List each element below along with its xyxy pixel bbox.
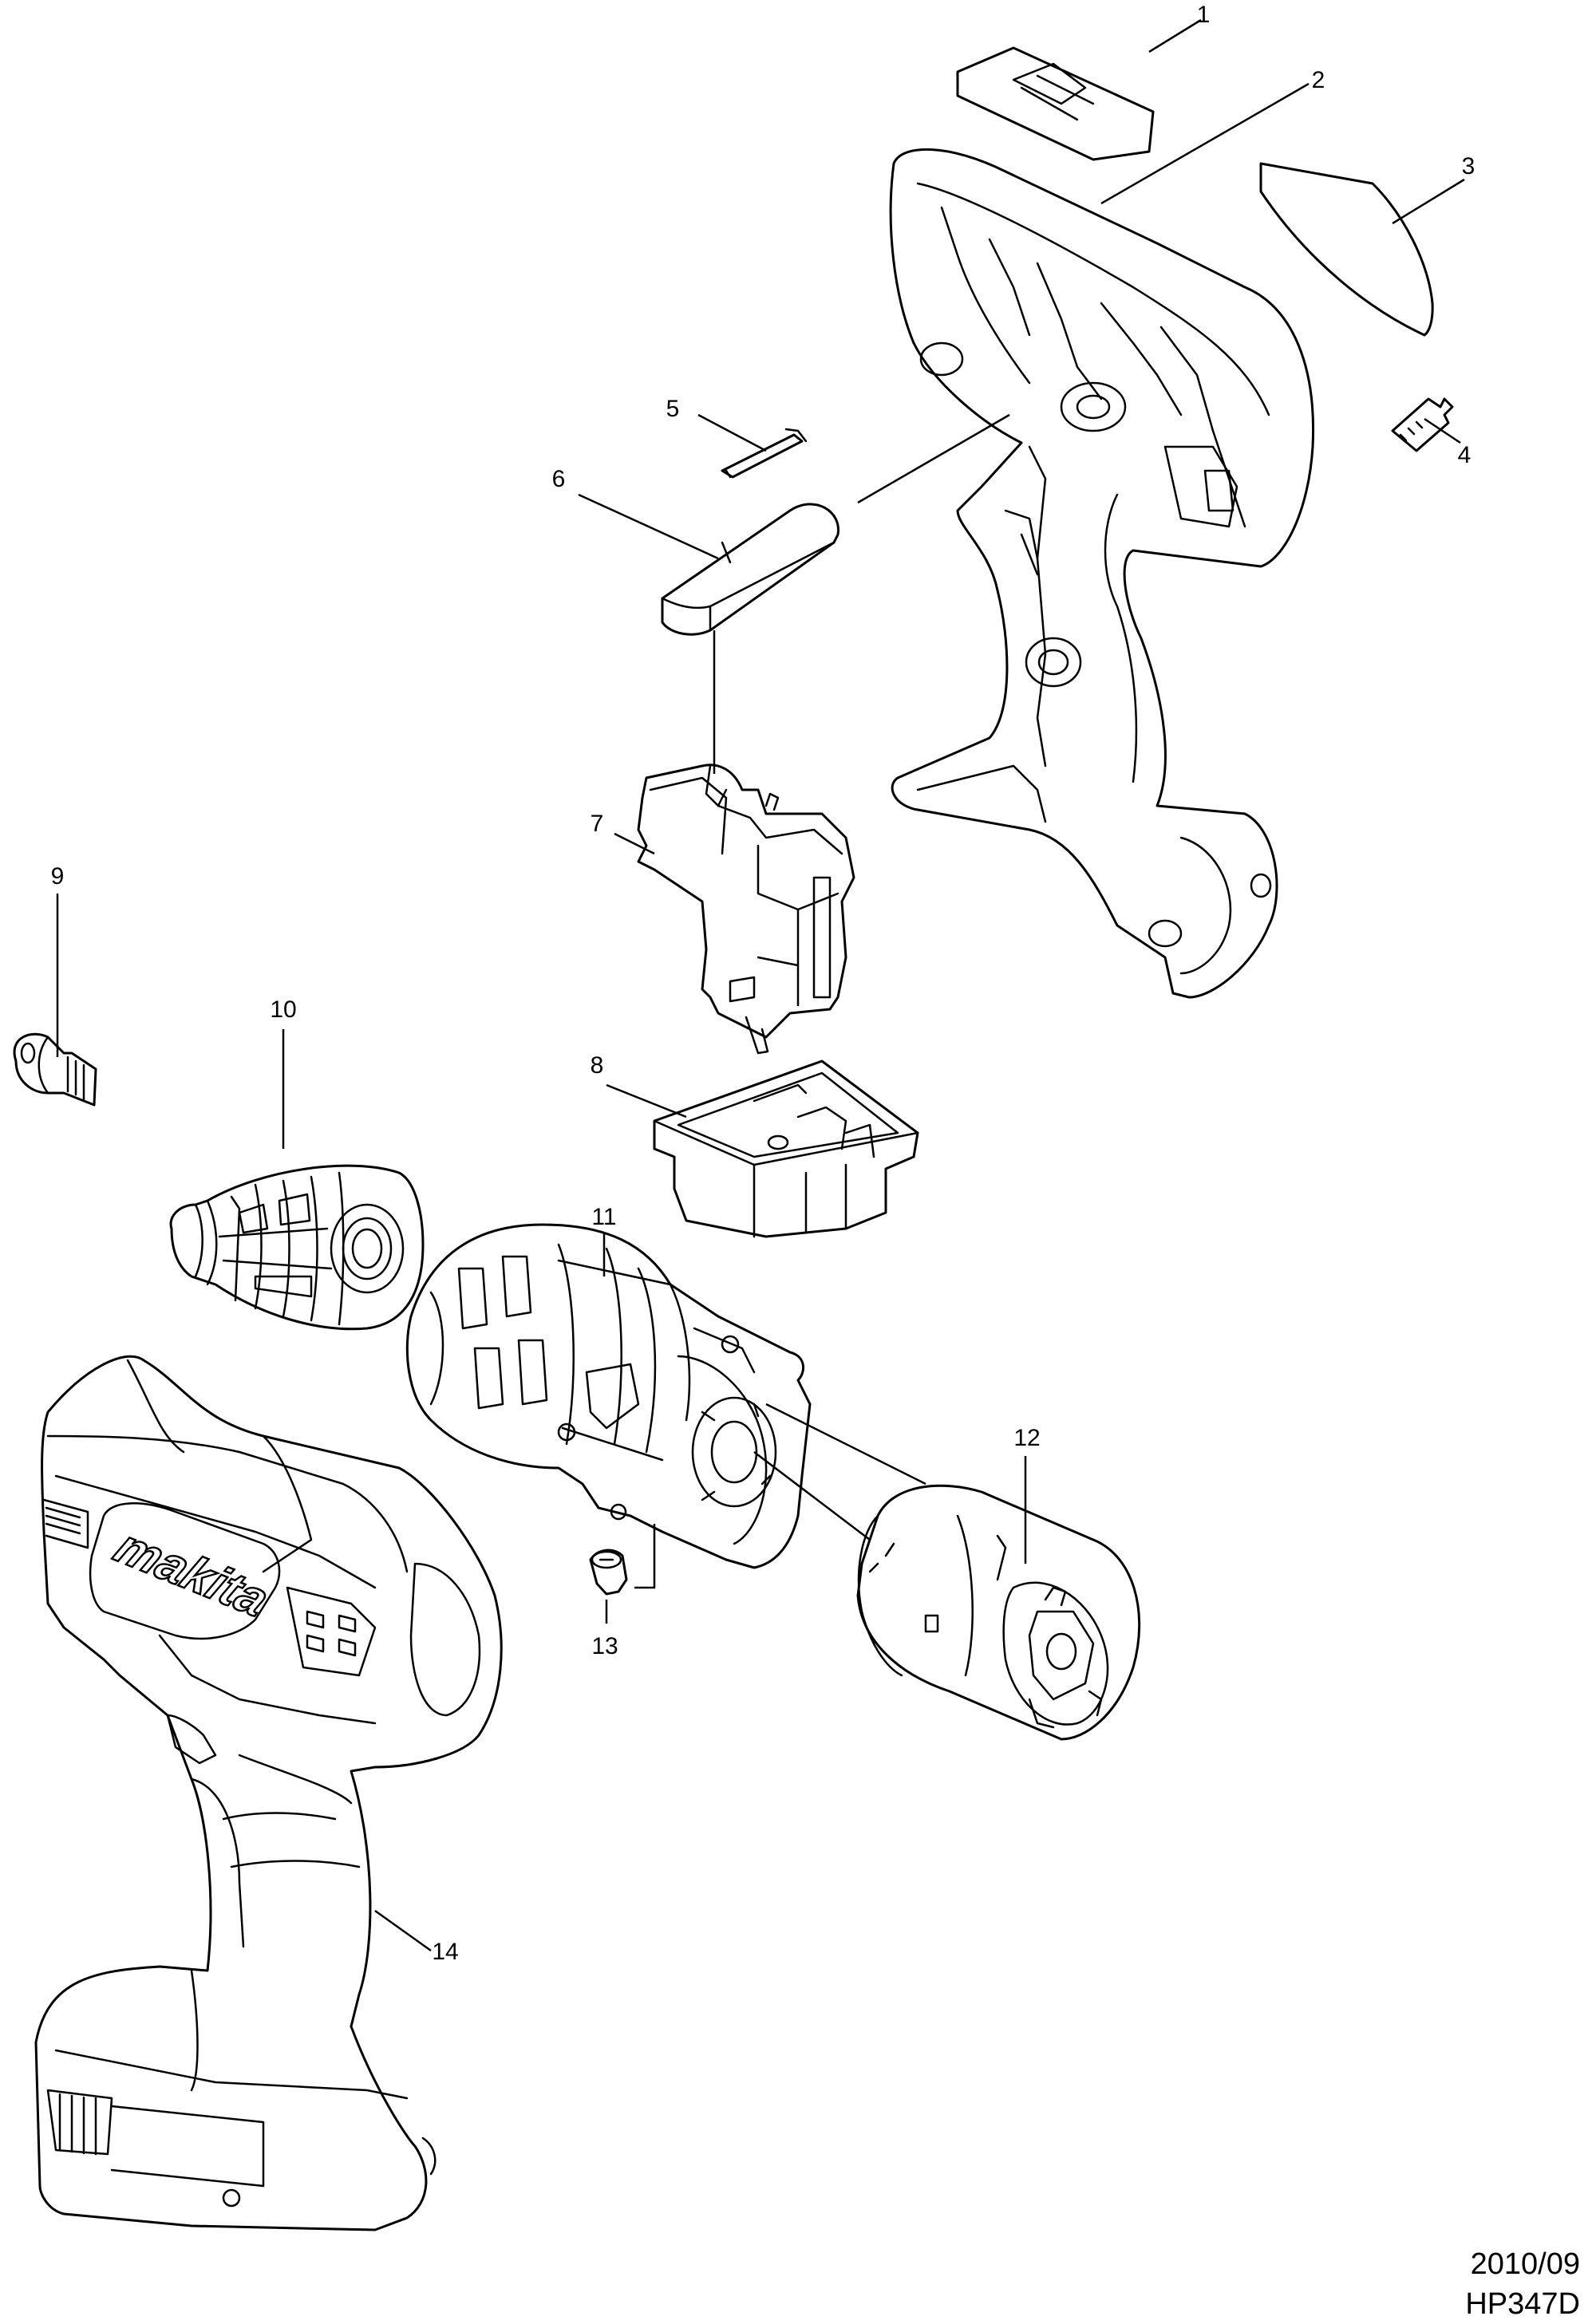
part-10-drill-chuck (169, 1164, 425, 1331)
part-13-screw (589, 1549, 628, 1596)
callout-13: 13 (591, 1633, 618, 1659)
callout-10: 10 (270, 996, 296, 1023)
callout-6: 6 (552, 466, 566, 492)
leader-lines (56, 18, 1465, 1952)
part-3-name-plate (1259, 162, 1434, 337)
footer-model-number: HP347D (1465, 2287, 1580, 2321)
part-2-housing-set (889, 148, 1315, 999)
callout-labels: 1 2 3 4 5 6 7 8 9 10 11 12 13 14 (51, 2, 1476, 1965)
callout-5: 5 (666, 396, 680, 422)
part-11-gear-assembly (405, 1223, 812, 1569)
part-14-housing-set: makita (34, 1355, 503, 2231)
part-7-switch (637, 763, 855, 1055)
callout-3: 3 (1462, 153, 1476, 180)
footer: 2010/09 HP347D (1465, 2247, 1580, 2321)
part-6-switch-trigger (661, 503, 839, 636)
part-12-dc-motor (856, 1484, 1141, 1741)
footer-date: 2010/09 (1471, 2247, 1580, 2281)
callout-12: 12 (1013, 1425, 1040, 1451)
callout-11: 11 (591, 1204, 616, 1230)
part-5-spring (721, 428, 808, 479)
callout-4: 4 (1458, 442, 1472, 468)
part-1-switch-knob (956, 46, 1155, 161)
part-9-screw (13, 1032, 97, 1107)
part-8-terminal-holder (653, 1059, 919, 1238)
callout-14: 14 (432, 1939, 458, 1965)
part-4-tapping-screw (1391, 397, 1454, 452)
callout-8: 8 (591, 1052, 604, 1079)
callout-1: 1 (1197, 2, 1211, 28)
callout-2: 2 (1312, 67, 1325, 93)
callout-9: 9 (51, 863, 65, 890)
callout-7: 7 (591, 811, 604, 837)
